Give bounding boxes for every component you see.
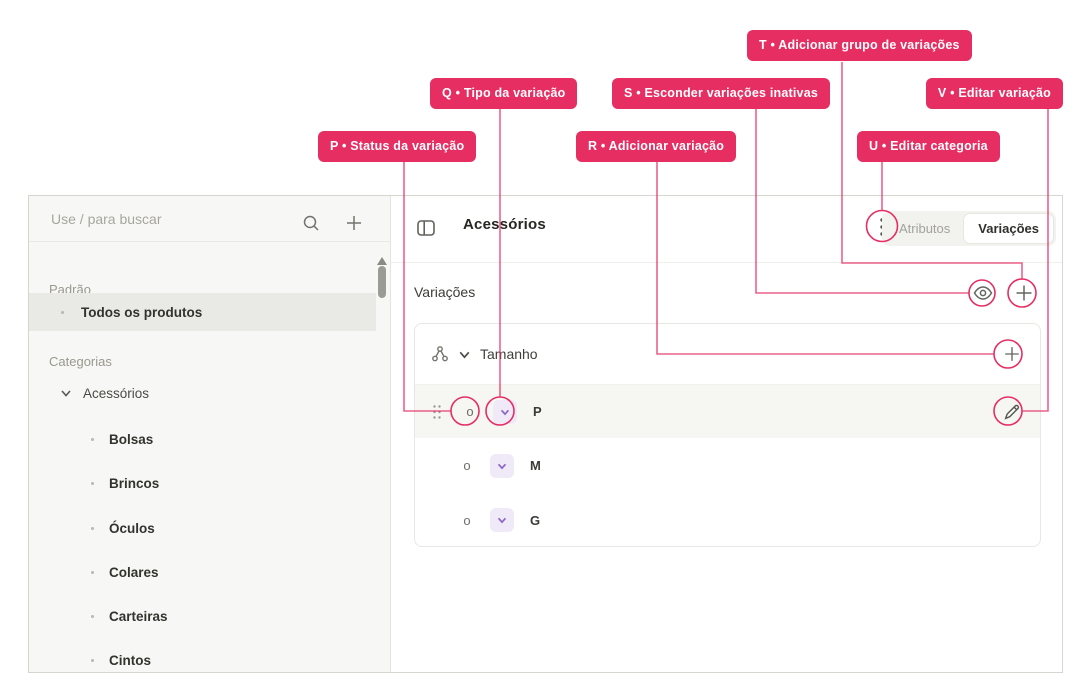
variation-type-dropdown[interactable]: [490, 454, 514, 478]
shortcut-label-v: V • Editar variação: [926, 78, 1063, 109]
sidebar-item-label: Brincos: [109, 476, 159, 491]
variation-row-p[interactable]: o P: [415, 385, 1040, 438]
variations-card: Tamanho o: [414, 323, 1041, 547]
variation-status-toggle[interactable]: o: [463, 404, 477, 419]
variation-label: G: [530, 513, 540, 528]
chevron-down-icon[interactable]: [59, 386, 73, 400]
sidebar-item-label: Bolsas: [109, 432, 153, 447]
add-category-icon[interactable]: [344, 213, 364, 233]
search-input[interactable]: [49, 210, 390, 228]
shortcut-label-s: S • Esconder variações inativas: [612, 78, 830, 109]
main-header: Acessórios Atributos Variações: [391, 196, 1062, 263]
variation-label: M: [530, 458, 541, 473]
sidebar-item-todos-os-produtos[interactable]: Todos os produtos: [29, 293, 376, 331]
variation-type-dropdown[interactable]: [490, 508, 514, 532]
search-icon[interactable]: [301, 213, 321, 233]
eye-icon[interactable]: [972, 282, 994, 304]
bullet-icon: [91, 615, 94, 618]
sidebar-item-colares[interactable]: Colares: [29, 554, 376, 590]
variation-status-toggle[interactable]: o: [460, 458, 474, 473]
shortcut-label-u: U • Editar categoria: [857, 131, 1000, 162]
add-variation-group-icon[interactable]: [1013, 282, 1035, 304]
sidebar-item-label: Carteiras: [109, 609, 168, 624]
sidebar-item-label: Colares: [109, 565, 159, 580]
app-window: Padrão Todos os produtos Categorias Aces…: [28, 195, 1063, 673]
variations-section-title: Variações: [414, 284, 475, 300]
variation-group-name: Tamanho: [480, 346, 538, 362]
variation-status-toggle[interactable]: o: [460, 513, 474, 528]
shortcut-label-q: Q • Tipo da variação: [430, 78, 577, 109]
sidebar-toggle-icon[interactable]: [415, 217, 437, 239]
bullet-icon: [91, 527, 94, 530]
bullet-icon: [91, 571, 94, 574]
sidebar-item-label: Cintos: [109, 653, 151, 668]
drag-handle-icon[interactable]: [432, 404, 442, 420]
sidebar-item-carteiras[interactable]: Carteiras: [29, 598, 376, 634]
sidebar-item-acessorios[interactable]: Acessórios: [29, 375, 376, 411]
sidebar-search-row: [29, 196, 390, 242]
add-variation-icon[interactable]: [1002, 344, 1022, 364]
variations-section-header: Variações: [391, 263, 1062, 323]
chevron-down-icon[interactable]: [457, 347, 472, 362]
shortcut-label-t: T • Adicionar grupo de variações: [747, 30, 972, 61]
bullet-icon: [91, 659, 94, 662]
shortcut-label-r: R • Adicionar variação: [576, 131, 736, 162]
variation-row-m[interactable]: o M: [415, 438, 1040, 493]
sidebar-item-brincos[interactable]: Brincos: [29, 465, 376, 501]
variation-group-icon: [431, 345, 449, 363]
bullet-icon: [61, 311, 64, 314]
variation-group-row[interactable]: Tamanho: [415, 324, 1040, 385]
sidebar-item-label: Acessórios: [83, 386, 149, 401]
bullet-icon: [91, 438, 94, 441]
main-panel: Acessórios Atributos Variações Variações: [391, 196, 1062, 672]
sidebar-item-bolsas[interactable]: Bolsas: [29, 421, 376, 457]
edit-variation-icon[interactable]: [1002, 402, 1022, 422]
sidebar-item-label: Óculos: [109, 521, 155, 536]
variation-label: P: [533, 404, 542, 419]
shortcut-label-p: P • Status da variação: [318, 131, 476, 162]
sidebar-item-label: Todos os produtos: [81, 305, 202, 320]
variation-row-g[interactable]: o G: [415, 493, 1040, 547]
tab-group: Atributos Variações: [882, 211, 1056, 246]
page-title: Acessórios: [463, 216, 546, 233]
sidebar: Padrão Todos os produtos Categorias Aces…: [29, 196, 391, 672]
bullet-icon: [91, 482, 94, 485]
tab-atributos[interactable]: Atributos: [885, 214, 964, 243]
sidebar-item-cintos[interactable]: Cintos: [29, 642, 376, 678]
sidebar-item-oculos[interactable]: Óculos: [29, 510, 376, 546]
sidebar-scrollbar[interactable]: [378, 266, 386, 298]
section-title-categorias: Categorias: [49, 354, 112, 369]
tab-variacoes[interactable]: Variações: [964, 214, 1053, 243]
variation-type-dropdown[interactable]: [493, 400, 517, 424]
